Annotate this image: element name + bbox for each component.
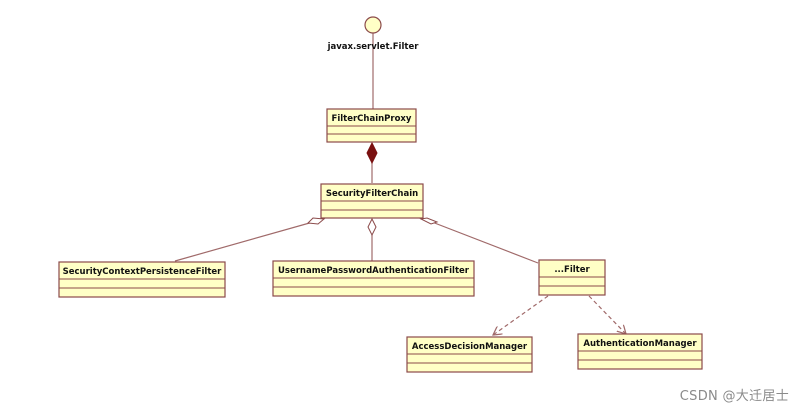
class-authentication-manager: AuthenticationManager — [577, 333, 703, 370]
class-name-ellipsis-filter: ...Filter — [554, 265, 590, 275]
aggregation-diamond-left — [306, 217, 326, 225]
aggregation-diamond-center — [367, 217, 377, 237]
class-username-password-authentication-filter: UsernamePasswordAuthenticationFilter — [272, 260, 475, 297]
class-name-security-context-persistence-filter: SecurityContextPersistenceFilter — [63, 267, 223, 277]
dependency-line-access-decision — [493, 295, 549, 335]
class-name-authentication-manager: AuthenticationManager — [583, 339, 697, 349]
class-security-context-persistence-filter: SecurityContextPersistenceFilter — [58, 261, 226, 298]
watermark: CSDN @大迁居士 — [679, 389, 789, 404]
class-ellipsis-filter: ...Filter — [538, 259, 606, 296]
class-name-filter-chain-proxy: FilterChainProxy — [332, 114, 412, 124]
class-access-decision-manager: AccessDecisionManager — [406, 336, 533, 373]
class-name-username-password-authentication-filter: UsernamePasswordAuthenticationFilter — [278, 266, 470, 276]
aggregation-line-context-filter — [174, 221, 314, 262]
dependency-line-authentication — [588, 295, 626, 334]
aggregation-diamond-right — [419, 217, 439, 225]
class-name-access-decision-manager: AccessDecisionManager — [412, 342, 528, 352]
composition-diamond — [366, 141, 378, 165]
class-name-security-filter-chain: SecurityFilterChain — [326, 189, 418, 199]
aggregation-line-ellipsis-filter — [431, 221, 539, 264]
class-security-filter-chain: SecurityFilterChain — [320, 183, 424, 219]
interface-circle — [364, 16, 382, 34]
class-filter-chain-proxy: FilterChainProxy — [326, 108, 417, 143]
interface-label: javax.servlet.Filter — [327, 42, 420, 52]
